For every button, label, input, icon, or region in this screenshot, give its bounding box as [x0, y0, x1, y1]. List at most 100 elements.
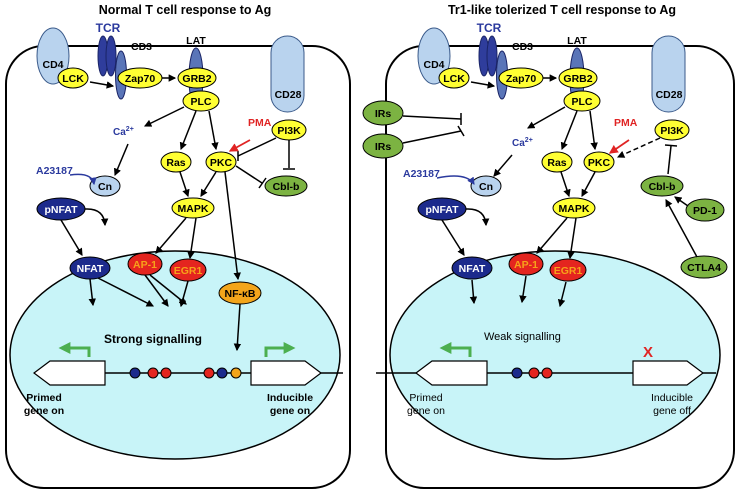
svg-text:LCK: LCK — [62, 73, 84, 85]
svg-text:PLC: PLC — [572, 96, 593, 108]
left-a23187-label: A23187 — [36, 165, 73, 177]
left-primed-gene-label-1: Primed — [26, 392, 62, 404]
svg-text:CD28: CD28 — [656, 89, 683, 101]
svg-text:PD-1: PD-1 — [693, 205, 717, 217]
right-irs1-node: IRs — [362, 100, 404, 126]
right-cblb-node: Cbl-b — [640, 175, 684, 197]
svg-text:IRs: IRs — [375, 141, 392, 153]
svg-text:CD4: CD4 — [42, 59, 63, 71]
right-pkc-node: PKC — [583, 151, 615, 173]
svg-text:NFAT: NFAT — [77, 263, 104, 275]
svg-text:MAPK: MAPK — [178, 203, 209, 215]
left-nfkb-node: NF-κB — [218, 281, 262, 305]
svg-text:MAPK: MAPK — [559, 203, 590, 215]
right-lck-node: LCK — [438, 67, 470, 89]
left-mapk-node: MAPK — [171, 197, 215, 219]
right-tcr-receptor: TCR — [477, 21, 502, 77]
left-nfat-node: NFAT — [69, 256, 111, 280]
left-cd28-receptor: CD28 — [270, 35, 305, 113]
right-inducible-gene-label-2: gene off — [653, 405, 691, 417]
svg-text:CD3: CD3 — [131, 41, 152, 53]
svg-text:Ras: Ras — [547, 157, 566, 169]
right-a23187-arrow — [436, 175, 475, 185]
svg-text:CTLA4: CTLA4 — [687, 262, 721, 274]
left-panel: Normal T cell response to Ag CD4 TCR CD3… — [5, 3, 351, 489]
svg-text:EGR1: EGR1 — [174, 265, 203, 277]
right-blocked-mark: X — [643, 344, 653, 361]
svg-text:PLC: PLC — [191, 96, 212, 108]
left-dna — [33, 342, 343, 386]
right-ras-node: Ras — [541, 151, 573, 173]
left-grb2-node: GRB2 — [177, 67, 217, 89]
left-tcr-receptor: TCR — [96, 21, 121, 77]
right-cd28-receptor: CD28 — [651, 35, 686, 113]
right-ca-label: Ca2+ — [512, 137, 533, 149]
left-inducible-gene-arrow — [250, 360, 322, 386]
left-title: Normal T cell response to Ag — [99, 3, 272, 17]
svg-text:AP-1: AP-1 — [133, 259, 157, 271]
svg-text:CD4: CD4 — [423, 59, 444, 71]
left-pma-arrow — [228, 139, 251, 152]
right-pma-arrow — [608, 139, 630, 154]
svg-text:pNFAT: pNFAT — [44, 204, 78, 216]
left-inducible-transcription-arrow — [264, 342, 296, 357]
right-egr1-node: EGR1 — [549, 258, 587, 282]
svg-text:TCR: TCR — [96, 21, 121, 35]
svg-text:LCK: LCK — [443, 73, 465, 85]
svg-text:EGR1: EGR1 — [554, 265, 583, 277]
svg-text:LAT: LAT — [567, 35, 587, 47]
left-nucleus — [9, 250, 341, 460]
right-nfat-node: NFAT — [451, 256, 493, 280]
right-zap70-node: Zap70 — [498, 67, 544, 89]
left-pi3k-node: PI3K — [271, 119, 307, 141]
left-pnfat-node: pNFAT — [36, 197, 86, 221]
left-lck-node: LCK — [57, 67, 89, 89]
left-cd4-receptor: CD4 — [36, 27, 70, 85]
svg-text:Cbl-b: Cbl-b — [273, 181, 300, 193]
right-pma-label: PMA — [614, 117, 638, 129]
right-arrows — [402, 74, 698, 308]
svg-text:CD28: CD28 — [275, 89, 302, 101]
right-inducible-gene-arrow — [632, 360, 704, 386]
left-pkc-node: PKC — [205, 151, 237, 173]
left-ras-node: Ras — [160, 151, 192, 173]
svg-text:Cbl-b: Cbl-b — [649, 181, 676, 193]
svg-text:IRs: IRs — [375, 108, 392, 120]
right-primed-gene-arrow — [415, 360, 488, 386]
left-ap1-node: AP-1 — [127, 252, 163, 276]
svg-text:Ras: Ras — [166, 157, 185, 169]
right-plc-node: PLC — [563, 90, 601, 112]
left-arrows — [60, 74, 295, 352]
right-pi3k-node: PI3K — [654, 119, 690, 141]
right-mapk-node: MAPK — [552, 197, 596, 219]
right-pnfat-node: pNFAT — [417, 197, 467, 221]
svg-text:NFAT: NFAT — [459, 263, 486, 275]
right-signal-text: Weak signalling — [484, 331, 561, 343]
right-dna — [376, 342, 716, 386]
left-cblb-node: Cbl-b — [264, 175, 308, 197]
left-primed-transcription-arrow — [58, 342, 91, 357]
right-ap1-node: AP-1 — [508, 252, 544, 276]
left-ca-label: Ca2+ — [113, 126, 134, 138]
svg-text:Zap70: Zap70 — [125, 73, 156, 85]
right-a23187-label: A23187 — [403, 168, 440, 180]
left-plc-node: PLC — [182, 90, 220, 112]
left-egr1-node: EGR1 — [169, 258, 207, 282]
svg-text:GRB2: GRB2 — [563, 73, 592, 85]
svg-text:PKC: PKC — [588, 157, 611, 169]
left-inducible-gene-label-2: gene on — [270, 405, 310, 417]
right-ctla4-node: CTLA4 — [680, 255, 728, 279]
right-primed-gene-label-1: Primed — [409, 392, 442, 404]
left-a23187-arrow — [69, 173, 97, 186]
svg-text:pNFAT: pNFAT — [425, 204, 459, 216]
svg-text:Cn: Cn — [479, 181, 493, 193]
svg-text:GRB2: GRB2 — [182, 73, 211, 85]
svg-text:NF-κB: NF-κB — [225, 288, 256, 300]
left-cn-node: Cn — [89, 175, 121, 197]
svg-text:PKC: PKC — [210, 157, 233, 169]
right-nucleus — [389, 250, 721, 460]
svg-text:Cn: Cn — [98, 181, 112, 193]
left-primed-gene-label-2: gene on — [24, 405, 64, 417]
right-grb2-node: GRB2 — [558, 67, 598, 89]
